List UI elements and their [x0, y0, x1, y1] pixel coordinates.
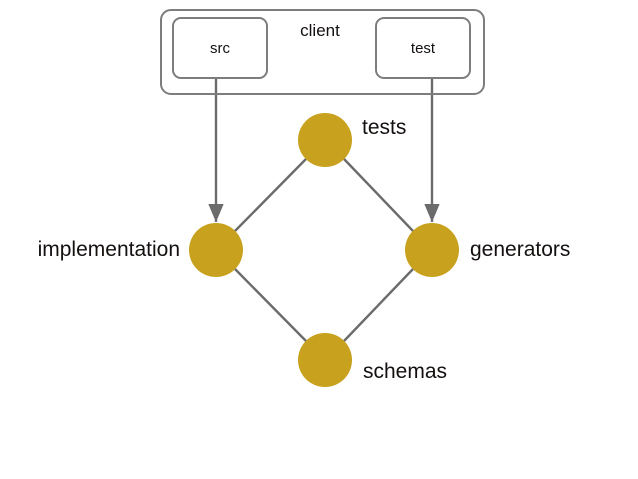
node-label-generators: generators: [470, 238, 571, 261]
edge-implementation-to-schemas: [234, 268, 307, 342]
edges-group: [208, 79, 440, 342]
node-label-schemas: schemas: [363, 360, 448, 383]
node-circle-schemas[interactable]: [298, 333, 352, 387]
edge-tests-to-generators: [343, 158, 414, 232]
group-label-client: client: [300, 21, 340, 40]
group-box-client[interactable]: [160, 9, 485, 95]
sub-box-label-test: test: [410, 39, 436, 57]
sub-box-src[interactable]: src: [172, 17, 268, 79]
node-circle-implementation[interactable]: [189, 223, 243, 277]
node-label-implementation: implementation: [37, 238, 180, 261]
sub-box-label-src: src: [210, 39, 230, 57]
sub-box-test[interactable]: test: [375, 17, 471, 79]
edge-tests-to-implementation: [234, 158, 307, 232]
node-label-tests: tests: [362, 116, 407, 139]
node-circle-tests[interactable]: [298, 113, 352, 167]
node-circle-generators[interactable]: [405, 223, 459, 277]
edge-generators-to-schemas: [343, 268, 414, 342]
